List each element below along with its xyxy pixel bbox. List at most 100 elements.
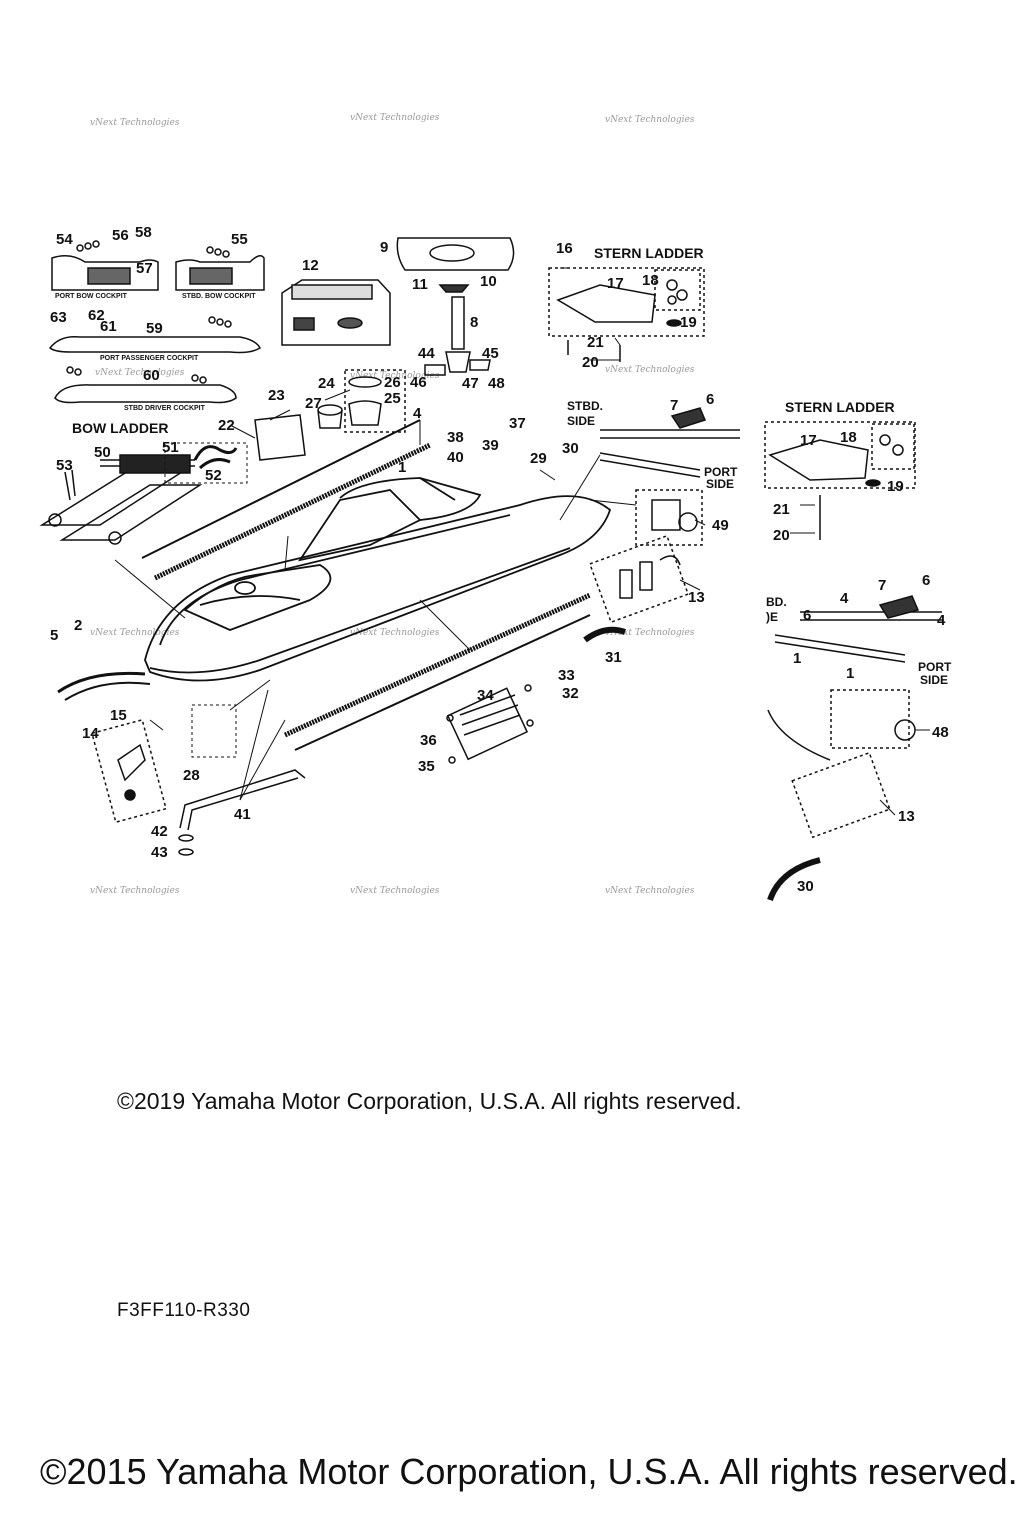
callout: 1 — [398, 459, 406, 476]
callout: 20 — [773, 527, 790, 544]
callout: 4 — [840, 590, 849, 607]
callout: 23 — [268, 387, 285, 404]
watermark: vNext Technologies — [605, 115, 695, 125]
cooler — [281, 279, 391, 346]
rub-rails — [57, 419, 592, 751]
callout: 46 — [410, 374, 427, 391]
callout: 27 — [305, 395, 322, 412]
callout: 63 — [50, 309, 67, 326]
callout: 51 — [162, 439, 179, 456]
callout: 55 — [231, 231, 248, 248]
callout: 48 — [932, 724, 949, 741]
callout: 4 — [413, 405, 422, 422]
fixture-box-28 — [191, 704, 237, 758]
callout: 18 — [840, 429, 857, 446]
callout: 60 — [143, 367, 160, 384]
callout: 6 — [706, 391, 714, 408]
callout: 19 — [680, 314, 697, 331]
callout: 6 — [922, 572, 930, 589]
callout: 7 — [878, 577, 886, 594]
fender-trim — [583, 626, 626, 643]
callout: 15 — [110, 707, 127, 724]
port-side-label-line1: PORT — [704, 465, 738, 479]
watermark: vNext Technologies — [90, 118, 180, 128]
callout: 49 — [712, 517, 729, 534]
detail-port-label-line1: PORT — [918, 660, 952, 674]
callout: 58 — [135, 224, 152, 241]
port-passenger-cockpit-label: PORT PASSENGER COCKPIT — [100, 355, 199, 362]
callout: 5 — [50, 627, 58, 644]
callout: 61 — [100, 318, 117, 335]
callout: 56 — [112, 227, 129, 244]
watermark: vNext Technologies — [350, 371, 440, 381]
cleat-plate — [635, 489, 703, 546]
callout: 30 — [562, 440, 579, 457]
callout: 6 — [803, 607, 811, 624]
callout: 44 — [418, 345, 435, 362]
callout: 1 — [846, 665, 854, 682]
callout: 19 — [887, 478, 904, 495]
callout: 24 — [318, 375, 335, 392]
callout: 13 — [898, 808, 915, 825]
stbd-bow-cockpit-label: STBD. BOW COCKPIT — [182, 293, 256, 300]
callout: 43 — [151, 844, 168, 861]
callout: 17 — [607, 275, 624, 292]
stern-ladder — [548, 267, 705, 362]
callout: 32 — [562, 685, 579, 702]
callout: 12 — [302, 257, 319, 274]
boat-hull — [144, 477, 612, 682]
callout: 17 — [800, 432, 817, 449]
watermark: vNext Technologies — [90, 628, 180, 638]
callout: 50 — [94, 444, 111, 461]
callout: 35 — [418, 758, 435, 775]
callout: 16 — [556, 240, 573, 257]
callout: 29 — [530, 450, 547, 467]
cup-holders — [254, 369, 406, 461]
port-side-label-line2: SIDE — [706, 477, 734, 491]
detail-stbd-label-line2: )E — [766, 610, 778, 624]
callout: 21 — [773, 501, 790, 518]
callout: 20 — [582, 354, 599, 371]
detail-callout-numbers: 17 18 19 21 20 7 6 4 4 6 1 1 48 13 30 — [773, 429, 949, 895]
watermark: vNext Technologies — [605, 628, 695, 638]
callout: 62 — [88, 307, 105, 324]
stern-ladder-detail — [764, 421, 916, 540]
copyright-2019: ©2019 Yamaha Motor Corporation, U.S.A. A… — [117, 1088, 742, 1114]
callout: 9 — [380, 239, 388, 256]
watermarks: vNext Technologies vNext Technologies vN… — [90, 113, 695, 896]
stbd-driver-cockpit-label: STBD DRIVER COCKPIT — [124, 405, 206, 412]
bow-ladder — [39, 454, 203, 545]
callout: 33 — [558, 667, 575, 684]
table-and-pedestal — [396, 237, 515, 376]
watermark: vNext Technologies — [90, 886, 180, 896]
port-bow-cockpit-label: PORT BOW COCKPIT — [55, 293, 128, 300]
callout: 42 — [151, 823, 168, 840]
leader-lines — [114, 267, 930, 816]
callout: 2 — [74, 617, 82, 634]
callout: 30 — [797, 878, 814, 895]
callout: 22 — [218, 417, 235, 434]
detail-port-label-line2: SIDE — [920, 673, 948, 687]
callout: 28 — [183, 767, 200, 784]
callout: 37 — [509, 415, 526, 432]
callout-numbers: 1 2 4 5 6 7 8 9 10 11 12 13 14 15 16 17 … — [50, 224, 729, 861]
stbd-driver-cockpit-pad — [54, 366, 237, 404]
callout: 41 — [234, 806, 251, 823]
callout: 25 — [384, 390, 401, 407]
side-bracket — [599, 407, 740, 478]
callout: 7 — [670, 397, 678, 414]
callout: 45 — [482, 345, 499, 362]
watermark: vNext Technologies — [95, 368, 185, 378]
callout: 8 — [470, 314, 478, 331]
watermark: vNext Technologies — [605, 886, 695, 896]
callout: 14 — [82, 725, 99, 742]
tow-hooks — [91, 534, 690, 824]
port-passenger-cockpit-pad — [48, 316, 261, 354]
stern-ladder-detail-heading: STERN LADDER — [785, 399, 895, 415]
callout: 13 — [688, 589, 705, 606]
callout: 40 — [447, 449, 464, 466]
callout: 36 — [420, 732, 437, 749]
stern-ladder-heading: STERN LADDER — [594, 245, 704, 261]
callout: 59 — [146, 320, 163, 337]
